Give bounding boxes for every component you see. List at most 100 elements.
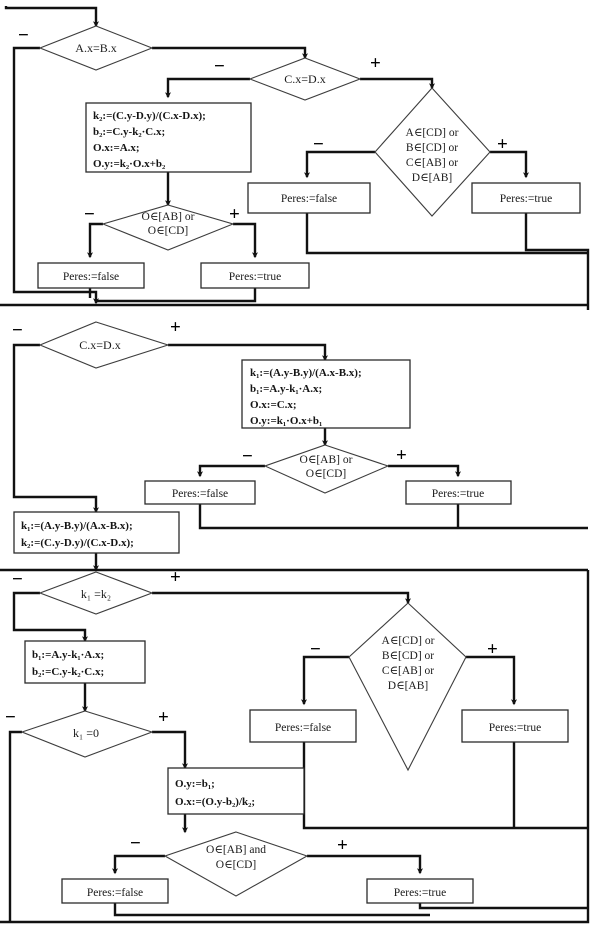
edge-k1zero-plus — [152, 730, 189, 770]
process-line: b₁:=A.y-k₁·A.x; — [32, 649, 104, 661]
branch-label-plus: + — [158, 707, 169, 728]
branch-label-minus: − — [130, 833, 141, 854]
branch-label-plus: + — [370, 53, 381, 74]
branch-label-minus: − — [12, 320, 23, 341]
node-decision-o-or-top[interactable]: O∈[AB] or O∈[CD] — [101, 204, 235, 251]
node-assign-peres-false[interactable]: Peres:=false — [144, 480, 256, 505]
branch-label-minus: − — [18, 25, 29, 46]
decision-line: B∈[CD] or — [382, 650, 434, 662]
node-decision-cx-dx-mid[interactable]: C.x=D.x — [38, 321, 170, 369]
node-process-k1-block[interactable]: k₁:=(A.y-B.y)/(A.x-B.x); b₁:=A.y-k₁·A.x;… — [241, 359, 411, 429]
edge-member-bot-plus — [466, 655, 518, 706]
branch-label-minus: − — [313, 134, 324, 155]
assign-label: Peres:=false — [275, 722, 331, 734]
node-process-k2-block[interactable]: k₂:=(C.y-D.y)/(C.x-D.x); b₂:=C.y-k₂·C.x;… — [85, 102, 252, 173]
assign-label: Peres:=true — [229, 271, 281, 283]
node-decision-k1-eq-0[interactable]: k₁ =0 — [20, 710, 154, 758]
decision-line: O∈[AB] or — [300, 454, 353, 466]
edge-cxdx-mid-plus — [168, 343, 329, 362]
branch-label-minus: − — [5, 707, 16, 728]
assign-label: Peres:=false — [87, 887, 143, 899]
decision-ax-bx-label: A.x=B.x — [75, 41, 116, 55]
edge-true-t2-down — [96, 287, 257, 303]
decision-line: A∈[CD] or — [382, 635, 435, 647]
edge-oor-top-minus — [87, 222, 103, 259]
decision-line: D∈[AB] — [388, 680, 428, 692]
decision-line: O∈[AB] or — [142, 211, 195, 223]
edge-oand-minus — [112, 854, 165, 875]
decision-line: O∈[CD] — [306, 468, 346, 480]
branch-label-minus: − — [214, 56, 225, 77]
process-line: b₂:=C.y-k₂·C.x; — [93, 126, 165, 138]
process-line: O.x:=C.x; — [250, 399, 297, 411]
entry-arrow — [4, 6, 100, 28]
decision-cx-dx-top-label: C.x=D.x — [284, 72, 325, 86]
edge-axbx-minus — [12, 46, 100, 305]
branch-label-plus: + — [170, 567, 181, 588]
process-line: k₁:=(A.y-B.y)/(A.x-B.x); — [21, 520, 133, 532]
branch-label-minus: − — [84, 204, 95, 225]
edge-false-t1-down — [305, 213, 588, 255]
branch-label-minus: − — [310, 639, 321, 660]
process-line: b₂:=C.y-k₂·C.x; — [32, 666, 104, 678]
node-assign-peres-false[interactable]: Peres:=false — [249, 709, 357, 743]
process-line: O.x:=A.x; — [93, 142, 140, 154]
node-decision-ax-bx[interactable]: A.x=B.x — [38, 25, 154, 71]
node-decision-membership-top[interactable]: A∈[CD] or B∈[CD] or C∈[AB] or D∈[AB] — [374, 87, 491, 217]
section-rule-bottom-rail — [0, 570, 590, 924]
decision-k1-eq-k2-label: k₁ =k₂ — [81, 587, 111, 601]
assign-label: Peres:=false — [172, 488, 228, 500]
edge-oor-mid-minus — [197, 464, 265, 478]
decision-line: A∈[CD] or — [406, 127, 459, 139]
node-assign-peres-true[interactable]: Peres:=true — [471, 182, 581, 214]
process-line: k₁:=(A.y-B.y)/(A.x-B.x); — [250, 367, 362, 379]
branch-label-plus: + — [337, 835, 348, 856]
node-process-k1k2-block[interactable]: k₁:=(A.y-B.y)/(A.x-B.x); k₂:=(C.y-D.y)/(… — [13, 511, 180, 554]
assign-label: Peres:=true — [394, 887, 446, 899]
node-process-oy-block[interactable]: O.y:=b₁; O.x:=(O.y-b₂)/k₂; — [167, 767, 305, 815]
edge-oand-plus — [307, 854, 424, 875]
connectors-top — [4, 6, 590, 310]
node-assign-peres-false[interactable]: Peres:=false — [247, 182, 371, 214]
edge-member-bot-minus — [301, 655, 349, 706]
node-assign-peres-false[interactable]: Peres:=false — [37, 262, 145, 289]
node-assign-peres-true[interactable]: Peres:=true — [461, 709, 569, 743]
decision-line: B∈[CD] or — [406, 142, 458, 154]
branch-label-minus: − — [12, 569, 23, 590]
assign-label: Peres:=true — [489, 722, 541, 734]
edge-member-top-minus — [304, 150, 375, 179]
node-assign-peres-true[interactable]: Peres:=true — [200, 262, 310, 289]
edge-false-b1-down — [302, 742, 588, 830]
branch-label-plus: + — [170, 317, 181, 338]
node-assign-peres-false[interactable]: Peres:=false — [61, 878, 169, 904]
edge-false-b2-down — [113, 903, 430, 917]
decision-line: C∈[AB] or — [406, 157, 458, 169]
node-assign-peres-true[interactable]: Peres:=true — [366, 878, 474, 904]
node-assign-peres-true[interactable]: Peres:=true — [405, 480, 512, 505]
process-line: O.x:=(O.y-b₂)/k₂; — [175, 796, 255, 808]
edge-cxdx-top-plus — [360, 77, 436, 90]
edge-true-b2-down — [418, 903, 588, 910]
process-line: O.y:=k₁·O.x+b₁ — [250, 415, 322, 427]
edge-member-top-plus — [490, 150, 530, 179]
node-decision-o-and-bottom[interactable]: O∈[AB] and O∈[CD] — [163, 831, 309, 897]
edge-k1k2-minus — [12, 591, 89, 643]
assign-label: Peres:=false — [63, 271, 119, 283]
branch-label-minus: − — [242, 446, 253, 467]
node-decision-o-or-mid[interactable]: O∈[AB] or O∈[CD] — [263, 444, 390, 494]
branch-label-plus: + — [487, 639, 498, 660]
connectors-bottom — [8, 591, 588, 922]
edge-axbx-plus — [152, 46, 309, 60]
edge-oor-mid-plus — [388, 464, 462, 478]
edge-true-t1-down — [524, 213, 590, 310]
branch-label-plus: + — [396, 445, 407, 466]
node-decision-k1-eq-k2[interactable]: k₁ =k₂ — [38, 571, 154, 615]
node-process-b1b2-block[interactable]: b₁:=A.y-k₁·A.x; b₂:=C.y-k₂·C.x; — [24, 640, 146, 684]
process-line: b₁:=A.y-k₁·A.x; — [250, 383, 322, 395]
node-decision-membership-bottom[interactable]: A∈[CD] or B∈[CD] or C∈[AB] or D∈[AB] — [348, 602, 467, 772]
process-line: O.y:=b₁; — [175, 778, 215, 790]
decision-line: O∈[CD] — [216, 859, 256, 871]
process-line: O.y:=k₂·O.x+b₂ — [93, 158, 166, 170]
process-line: k₂:=(C.y-D.y)/(C.x-D.x); — [93, 110, 206, 122]
node-decision-cx-dx-top[interactable]: C.x=D.x — [248, 57, 362, 101]
